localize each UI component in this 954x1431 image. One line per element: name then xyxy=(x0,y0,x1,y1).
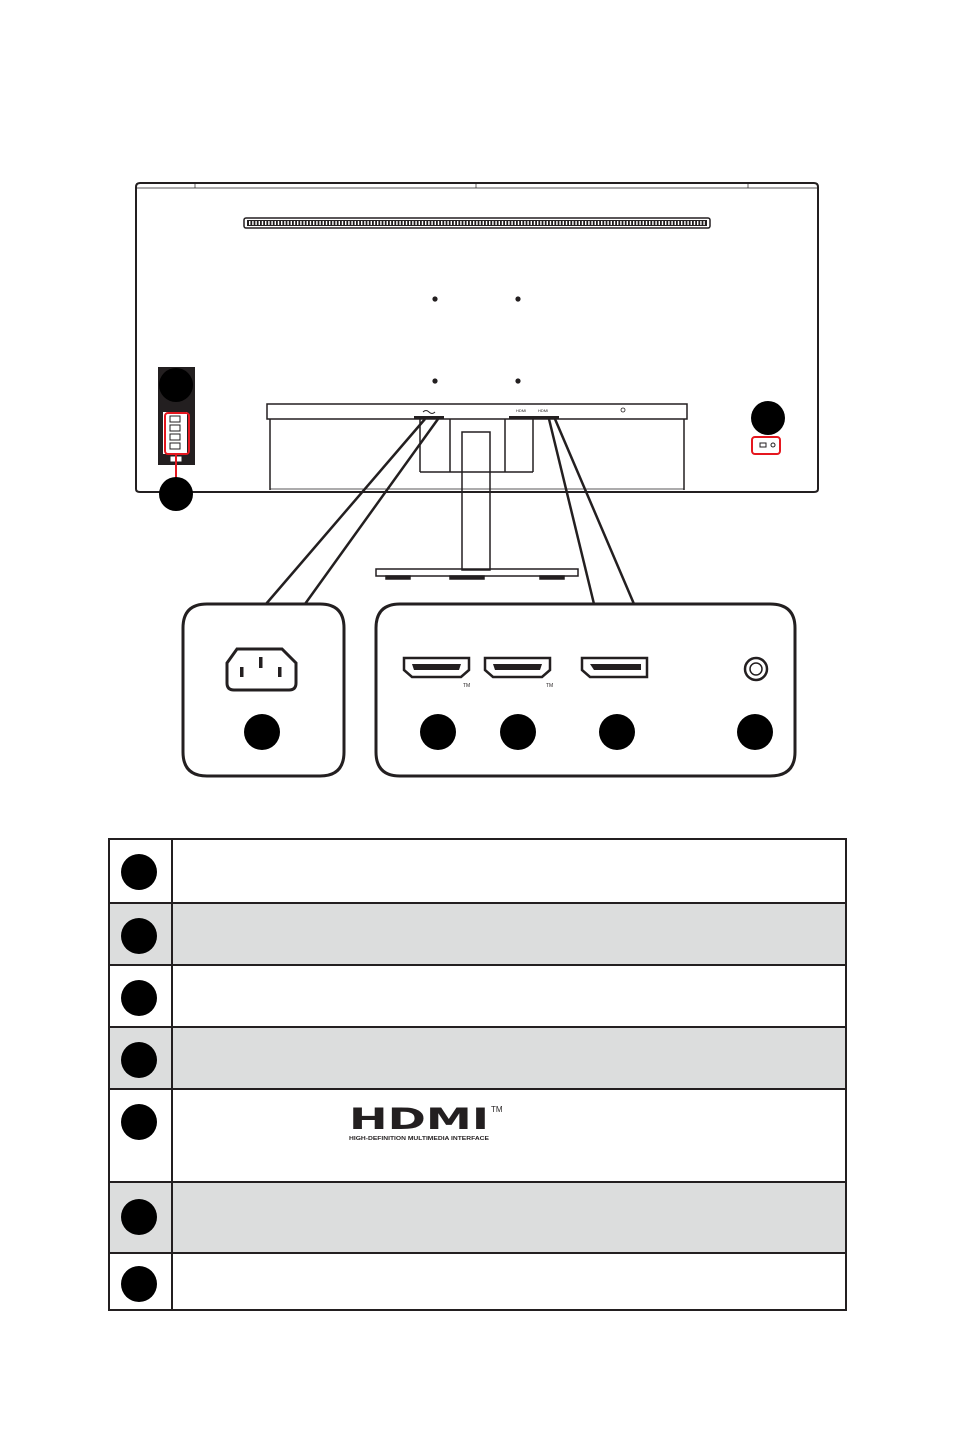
hdmi-logo-tm: TM xyxy=(491,1105,503,1114)
callout-badge-8 xyxy=(737,714,773,750)
callout-badge-7 xyxy=(751,401,785,435)
io-recess xyxy=(266,403,688,490)
ports-callout: TM TM xyxy=(374,602,797,778)
legend-badge xyxy=(121,1042,157,1078)
hdmi-logo-tagline: HIGH-DEFINITION MULTIMEDIA INTERFACE xyxy=(349,1136,489,1142)
legend-badge xyxy=(121,1266,157,1302)
hdmi-logo: HDMI TM HIGH-DEFINITION MULTIMEDIA INTER… xyxy=(349,1104,503,1142)
legend-badge xyxy=(121,980,157,1016)
monitor-rear-diagram: HDMI HDMI xyxy=(135,182,819,778)
callout-badge-1 xyxy=(159,368,193,402)
legend-badge xyxy=(121,918,157,954)
legend-table: HDMI TM HIGH-DEFINITION MULTIMEDIA INTER… xyxy=(108,838,847,1311)
legend-row xyxy=(110,964,845,1026)
legend-row: HDMI TM HIGH-DEFINITION MULTIMEDIA INTER… xyxy=(110,1088,845,1181)
legend-badge xyxy=(121,1199,157,1235)
legend-row xyxy=(110,840,845,902)
legend-badge xyxy=(121,1104,157,1140)
security-lock-slot xyxy=(751,436,781,455)
callout-badge-5 xyxy=(500,714,536,750)
stand xyxy=(375,431,579,580)
callout-badge-4 xyxy=(420,714,456,750)
monitor-back-panel xyxy=(135,182,819,493)
legend-badge xyxy=(121,854,157,890)
hdmi-port-1: TM xyxy=(402,656,471,689)
leader-lines xyxy=(265,418,636,605)
io-hdmi-label-1: HDMI xyxy=(516,408,526,413)
ventilation-grille xyxy=(243,217,711,229)
power-callout xyxy=(181,602,346,778)
callout-badge-2 xyxy=(159,477,193,511)
callout-badge-3 xyxy=(244,714,280,750)
ac-power-port xyxy=(225,647,298,692)
hdmi-port-2: TM xyxy=(483,656,553,689)
legend-row xyxy=(110,1181,845,1252)
hdmi-logo-wordmark: HDMI xyxy=(349,1104,489,1136)
displayport-port xyxy=(580,656,649,679)
legend-row xyxy=(110,902,845,964)
vesa-mount-holes xyxy=(432,296,521,384)
callout-badge-6 xyxy=(599,714,635,750)
io-hdmi-label-2: HDMI xyxy=(538,408,548,413)
legend-row xyxy=(110,1026,845,1088)
io-port-outlines xyxy=(414,407,626,419)
hdmi-port-2-tm: TM xyxy=(546,683,553,689)
headphone-jack xyxy=(743,656,769,682)
hdmi-port-1-tm: TM xyxy=(463,683,470,689)
legend-row xyxy=(110,1252,845,1309)
